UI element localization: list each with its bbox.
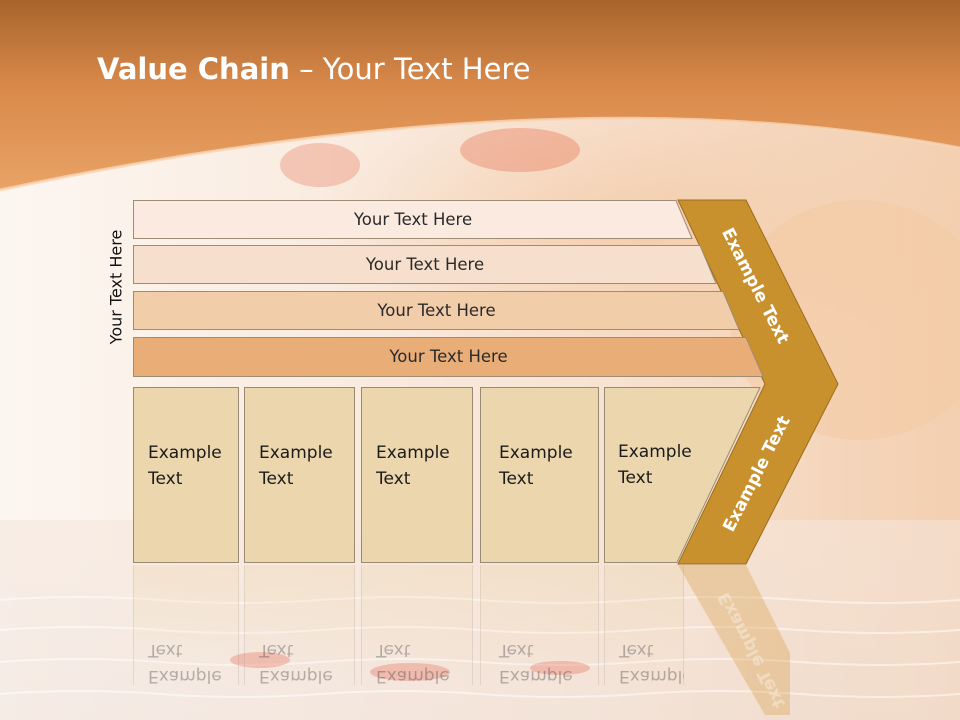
column-1-line1: Example [148, 443, 222, 463]
bar-2-label: Your Text Here [365, 254, 485, 274]
bar-4-label: Your Text Here [389, 346, 508, 366]
column-2-line1: Example [259, 443, 333, 463]
column-1-reflection: Example Text [133, 565, 239, 685]
column-3-line1: Example [376, 443, 450, 463]
column-4-line2: Text [499, 469, 534, 489]
column-2-reflection: Example Text [244, 565, 355, 685]
column-2-line2: Text [259, 469, 294, 489]
column-3-reflection-line2: Text [376, 640, 411, 660]
column-4-reflection-line1: Example [499, 666, 573, 685]
column-4-reflection-text: Example Text [499, 637, 573, 685]
bar-4: Your Text Here [133, 337, 764, 377]
title-rest: – Your Text Here [289, 52, 531, 86]
column-1-reflection-line1: Example [148, 666, 222, 685]
column-5-line2: Text [618, 468, 653, 488]
bar-1: Your Text Here [133, 200, 693, 239]
column-3-reflection-line1: Example [376, 666, 450, 685]
bar-1-label: Your Text Here [353, 209, 473, 229]
column-3-line2: Text [376, 469, 411, 489]
column-1-line2: Text [148, 469, 183, 489]
chevron-shape [677, 199, 839, 565]
bar-3: Your Text Here [133, 291, 740, 330]
column-1-reflection-line2: Text [148, 640, 183, 660]
column-5-line1: Example [618, 442, 692, 462]
chevron-reflection-shape [678, 565, 790, 715]
column-1-reflection-text: Example Text [148, 637, 222, 685]
bar-2: Your Text Here [133, 245, 717, 284]
column-5-shape [604, 387, 761, 563]
column-4-reflection-line2: Text [499, 640, 534, 660]
bar-3-label: Your Text Here [377, 300, 496, 320]
bar-2-shape [133, 245, 717, 284]
slide-title: Value Chain – Your Text Here [97, 52, 531, 86]
column-4-reflection: Example Text [480, 565, 599, 685]
column-2-reflection-line1: Example [259, 666, 333, 685]
bar-4-shape [133, 337, 764, 377]
column-4-line1: Example [499, 443, 573, 463]
side-label: Your Text Here [106, 229, 126, 345]
column-2-reflection-line2: Text [259, 640, 294, 660]
title-bold: Value Chain [97, 52, 290, 86]
column-3-reflection-text: Example Text [376, 637, 450, 685]
bar-3-shape [133, 291, 740, 330]
bar-1-shape [133, 200, 693, 239]
column-2-reflection-text: Example Text [259, 637, 333, 685]
column-3-reflection: Example Text [361, 565, 473, 685]
